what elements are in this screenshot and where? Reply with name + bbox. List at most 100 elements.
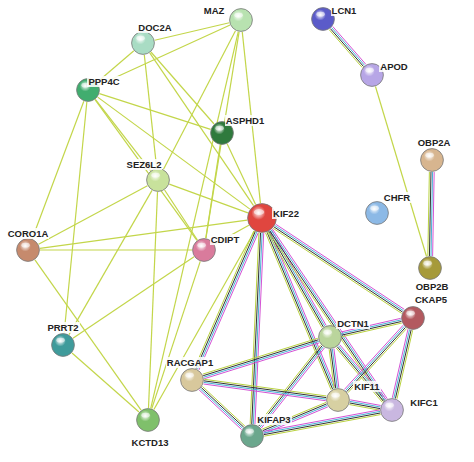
node-label: KIF11 — [353, 381, 380, 392]
interaction-edge — [164, 31, 236, 170]
edge-strand — [99, 94, 210, 130]
node-sphere — [240, 424, 264, 448]
node-sphere — [16, 238, 40, 262]
edge-strand — [274, 227, 402, 312]
node-sphere — [180, 368, 204, 392]
edge-strand — [346, 326, 405, 390]
edge-strand — [271, 230, 386, 400]
node-label: OBP2B — [415, 281, 450, 292]
interaction-edge — [273, 224, 404, 313]
interaction-edge — [329, 26, 366, 67]
node-sphere — [401, 306, 425, 330]
interaction-edge — [250, 233, 264, 424]
edge-strand — [269, 231, 324, 327]
interaction-edge — [169, 184, 248, 213]
edge-strand — [394, 330, 410, 399]
node-sphere — [229, 8, 253, 32]
protein-node: DOC2A — [131, 31, 155, 55]
edge-strand — [206, 145, 220, 238]
interaction-edge — [392, 329, 412, 399]
edge-strand — [40, 220, 247, 248]
interaction-edge — [64, 102, 87, 333]
edge-strand — [200, 389, 242, 429]
interaction-edge — [203, 338, 320, 378]
interaction-edge — [206, 145, 220, 238]
edge-strand — [395, 330, 411, 399]
protein-node: OBP2A — [420, 148, 444, 172]
node-label: DCTN1 — [336, 318, 370, 329]
protein-node: DCTN1 — [318, 325, 342, 349]
edge-strand — [204, 379, 326, 396]
edge-strand — [429, 172, 431, 256]
edge-strand — [375, 86, 426, 256]
interaction-edge — [151, 32, 239, 409]
protein-node: CORO1A — [16, 238, 40, 262]
interaction-edge — [99, 94, 210, 130]
edge-strand — [329, 349, 334, 388]
node-label: PRRT2 — [46, 322, 79, 333]
interaction-edge — [428, 172, 434, 256]
node-label: SEZ6L2 — [126, 159, 163, 170]
node-label: KCTD13 — [131, 437, 170, 448]
node-label: RACGAP1 — [166, 357, 214, 368]
interaction-edge — [349, 400, 380, 410]
interaction-edge — [148, 192, 157, 408]
node-sphere — [131, 31, 155, 55]
edge-strand — [273, 228, 401, 313]
edge-strand — [433, 172, 435, 256]
interaction-edge — [72, 353, 139, 412]
edge-strand — [73, 257, 194, 339]
node-label: KIFC1 — [409, 397, 438, 408]
interaction-edge — [227, 144, 256, 205]
edge-strand — [201, 388, 243, 428]
edge-strand — [252, 233, 261, 424]
edge-strand — [267, 232, 322, 328]
protein-node: APOD — [360, 63, 384, 87]
node-sphere — [318, 325, 342, 349]
interaction-edge — [95, 100, 197, 241]
edge-strand — [204, 381, 326, 398]
node-label: CKAP5 — [414, 294, 448, 305]
edge-strand — [72, 353, 139, 412]
edge-strand — [206, 32, 239, 238]
edge-strand — [270, 231, 385, 401]
edge-strand — [269, 232, 335, 389]
protein-node: PPP4C — [76, 78, 100, 102]
node-sphere — [326, 388, 350, 412]
node-sphere — [420, 148, 444, 172]
edge-strand — [276, 224, 404, 309]
protein-node: CKAP5 — [401, 306, 425, 330]
protein-node: CDIPT — [192, 238, 216, 262]
node-label: CORO1A — [7, 228, 50, 239]
node-label: LCN1 — [331, 5, 358, 16]
interaction-edge — [39, 186, 148, 245]
interaction-edge — [35, 260, 141, 410]
interaction-edge — [329, 349, 339, 389]
edge-strand — [204, 343, 319, 379]
edge-strand — [397, 330, 413, 399]
node-label: MAZ — [203, 5, 226, 16]
node-label: KIFAP3 — [256, 414, 291, 425]
edge-strand — [329, 30, 362, 68]
edge-strand — [203, 338, 318, 374]
edge-strand — [169, 184, 248, 213]
edge-strand — [275, 226, 403, 311]
node-sphere — [146, 168, 170, 192]
edge-strand — [202, 386, 244, 426]
protein-node: OBP2B — [418, 256, 442, 280]
protein-node: KIF22 — [247, 203, 277, 233]
edge-strand — [428, 172, 430, 256]
edge-strand — [165, 190, 198, 240]
edge-strand — [272, 229, 387, 399]
interaction-edge — [204, 379, 327, 400]
interaction-edge — [206, 32, 239, 238]
edge-strand — [204, 341, 319, 377]
interaction-edge — [32, 101, 84, 239]
interaction-edge — [267, 230, 326, 328]
node-sphere — [136, 408, 160, 432]
edge-strand — [204, 382, 326, 399]
edge-strand — [148, 192, 157, 408]
edge-strand — [151, 32, 239, 409]
protein-node: ASPHD1 — [210, 121, 234, 145]
